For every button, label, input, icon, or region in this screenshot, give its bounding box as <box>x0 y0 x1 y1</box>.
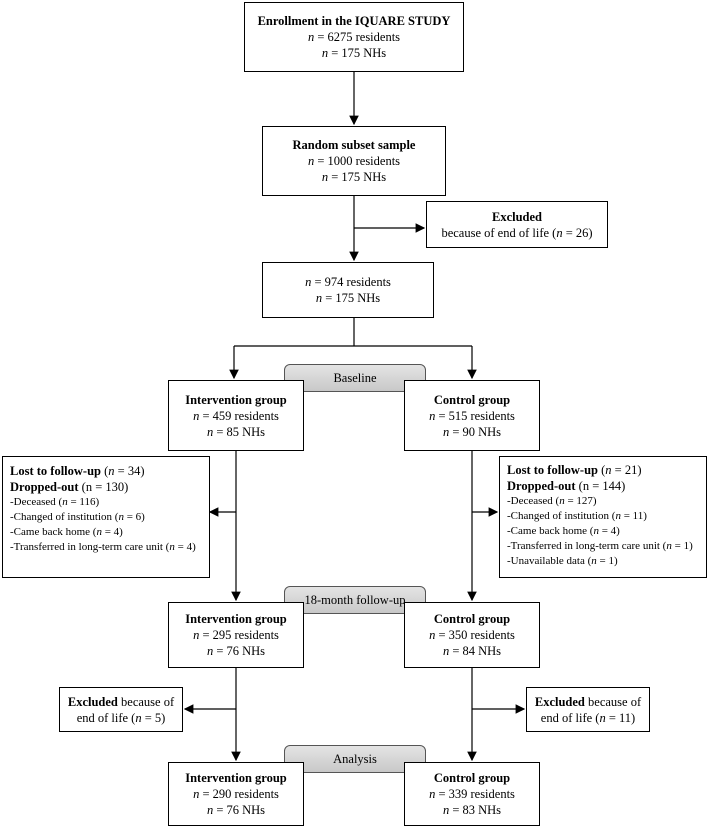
control-baseline-box: Control group n = 515 residents n = 90 N… <box>404 380 540 451</box>
n-symbol: n <box>193 787 200 801</box>
n-symbol: n <box>305 275 312 289</box>
n-symbol: n <box>429 787 436 801</box>
n-symbol: n <box>321 46 329 60</box>
n-symbol: n <box>206 803 214 817</box>
n-symbol: n <box>307 154 315 168</box>
n-symbol: n <box>429 408 436 423</box>
n-symbol: n <box>321 170 329 184</box>
intervention-analysis-title: Intervention group <box>185 771 287 785</box>
n-symbol: n <box>442 424 450 439</box>
dropped-label: Dropped-out <box>10 480 79 494</box>
lost-label: Lost to follow-up <box>507 463 598 477</box>
intervention-analysis-residents: = 290 residents <box>202 787 279 801</box>
dropout-reason: -Changed of institution (n = 11) <box>507 510 647 522</box>
stage-baseline-label: Baseline <box>333 370 377 385</box>
intervention-baseline-box: Intervention group n = 459 residents n =… <box>168 380 304 451</box>
n-symbol: n <box>442 803 450 817</box>
n-symbol: n <box>315 291 323 305</box>
control-baseline-title: Control group <box>433 392 511 407</box>
dropout-reason: -Came back home (n = 4) <box>10 526 123 538</box>
n-symbol: n <box>193 628 200 642</box>
dropped-count: (n = 130) <box>81 480 129 494</box>
n-symbol: n <box>442 644 450 658</box>
n-symbol: n <box>108 464 115 478</box>
intervention-followup-nhs: = 76 NHs <box>216 644 266 658</box>
n-symbol: n <box>193 408 200 423</box>
random-subset-nhs: = 175 NHs <box>331 170 387 184</box>
stage-followup-label: 18-month follow-up <box>304 592 406 607</box>
excluded-intervention-box: Excluded because of end of life (n = 5) <box>59 687 183 732</box>
excluded-end-of-life-box: Excluded because of end of life (n = 26) <box>426 201 608 248</box>
enrollment-title: Enrollment in the IQUARE STUDY <box>257 14 451 28</box>
n-symbol: n <box>429 628 436 642</box>
dropout-reason: -Transferred in long-term care unit (n =… <box>507 540 693 552</box>
random-subset-box: Random subset sample n = 1000 residents … <box>262 126 446 196</box>
n-symbol: n <box>556 225 563 240</box>
eligible-residents: = 974 residents <box>314 275 391 289</box>
stage-analysis-label: Analysis <box>333 751 377 766</box>
intervention-analysis-nhs: = 76 NHs <box>216 803 266 817</box>
enrollment-box: Enrollment in the IQUARE STUDY n = 6275 … <box>244 2 464 72</box>
control-followup-residents: = 350 residents <box>438 628 515 642</box>
excluded-count: = 26) <box>565 225 593 240</box>
control-analysis-residents: = 339 residents <box>438 787 515 801</box>
control-baseline-nhs: = 90 NHs <box>452 424 502 439</box>
excluded-title: Excluded <box>67 694 118 709</box>
enrollment-nhs: = 175 NHs <box>331 46 387 60</box>
n-symbol: n <box>605 463 612 477</box>
dropout-reason: -Changed of institution (n = 6) <box>10 511 145 523</box>
dropout-reason: -Deceased (n = 116) <box>10 496 100 508</box>
intervention-followup-title: Intervention group <box>185 612 287 626</box>
intervention-followup-box: Intervention group n = 295 residents n =… <box>168 602 304 668</box>
lost-to-followup-control-box: Lost to follow-up (n = 21) Dropped-out (… <box>499 456 707 578</box>
intervention-baseline-residents: = 459 residents <box>202 408 279 423</box>
stage-analysis: Analysis <box>284 745 426 773</box>
control-followup-box: Control group n = 350 residents n = 84 N… <box>404 602 540 668</box>
control-followup-nhs: = 84 NHs <box>452 644 502 658</box>
control-baseline-residents: = 515 residents <box>438 408 515 423</box>
intervention-analysis-box: Intervention group n = 290 residents n =… <box>168 762 304 826</box>
lost-count: = 34) <box>117 464 145 478</box>
stage-baseline: Baseline <box>284 364 426 392</box>
dropout-reason: -Unavailable data (n = 1) <box>507 555 618 567</box>
dropped-count: (n = 144) <box>578 479 626 493</box>
intervention-followup-residents: = 295 residents <box>202 628 279 642</box>
excluded-reason: because of end of life ( <box>441 225 557 240</box>
stage-followup: 18-month follow-up <box>284 586 426 614</box>
intervention-baseline-title: Intervention group <box>185 392 287 407</box>
dropout-reason: -Transferred in long-term care unit (n =… <box>10 541 196 553</box>
control-followup-title: Control group <box>433 612 511 626</box>
excluded-count: = 11) <box>608 710 636 725</box>
n-symbol: n <box>599 710 606 725</box>
n-symbol: n <box>307 30 315 44</box>
lost-label: Lost to follow-up <box>10 464 101 478</box>
eligible-nhs: = 175 NHs <box>325 291 381 305</box>
lost-to-followup-intervention-box: Lost to follow-up (n = 34) Dropped-out (… <box>2 456 210 578</box>
excluded-count: = 5) <box>144 710 166 725</box>
eligible-residents-box: n = 974 residents n = 175 NHs <box>262 262 434 318</box>
excluded-title: Excluded <box>491 209 542 224</box>
enrollment-residents: = 6275 residents <box>317 30 401 44</box>
n-symbol: n <box>135 710 142 725</box>
random-subset-residents: = 1000 residents <box>317 154 401 168</box>
excluded-title: Excluded <box>534 694 585 709</box>
lost-count: = 21) <box>614 463 642 477</box>
intervention-baseline-nhs: = 85 NHs <box>216 424 266 439</box>
control-analysis-box: Control group n = 339 residents n = 83 N… <box>404 762 540 826</box>
excluded-control-box: Excluded because of end of life (n = 11) <box>526 687 650 732</box>
control-analysis-nhs: = 83 NHs <box>452 803 502 817</box>
dropout-reason: -Deceased (n = 127) <box>507 495 597 507</box>
control-analysis-title: Control group <box>433 771 511 785</box>
dropout-reason: -Came back home (n = 4) <box>507 525 620 537</box>
dropped-label: Dropped-out <box>507 479 576 493</box>
n-symbol: n <box>206 424 214 439</box>
n-symbol: n <box>206 644 214 658</box>
random-subset-title: Random subset sample <box>292 138 416 152</box>
